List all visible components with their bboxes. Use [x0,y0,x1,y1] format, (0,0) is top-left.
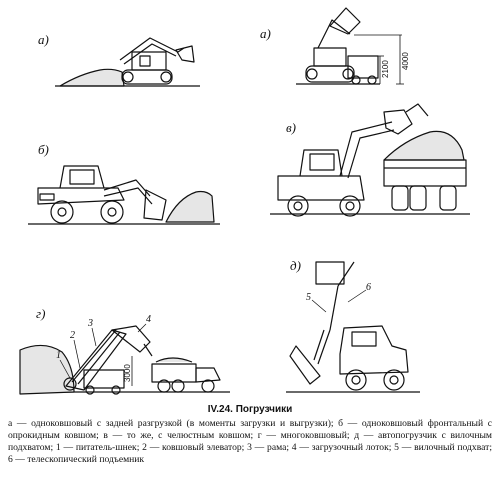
callout-4: 4 [146,314,151,325]
callout-1: 1 [56,350,61,361]
callout-3: 3 [87,318,93,329]
figure-caption: IV.24. Погрузчики а — одноковшовый с зад… [8,404,492,466]
callout-5: 5 [306,292,311,303]
caption-title: IV.24. Погрузчики [207,404,293,415]
loaders-figure: а) а) 2100 4 [19,7,470,395]
callout-2: 2 [70,330,75,341]
panel-a-right-illustration: а) 2100 4000 [260,7,410,85]
panel-d-illustration: д) 5 6 [286,258,420,393]
panel-v-illustration: в) [270,103,470,217]
panel-d-label: д) [290,258,301,273]
panel-g-label: г) [36,306,45,321]
panel-g-illustration: г) 3000 1 2 3 4 [19,306,230,395]
callout-6: 6 [366,282,371,293]
dim-4000: 4000 [401,52,410,70]
panel-a-right-label: а) [260,26,271,41]
panel-b-label: б) [38,142,49,157]
panel-a-left-illustration: а) [38,32,200,87]
caption-text: а — одноковшовый с задней разгрузкой (в … [8,418,492,465]
dim-3000: 3000 [123,364,132,382]
panel-a-left-label: а) [38,32,49,47]
panel-v-label: в) [286,120,296,135]
panel-b-illustration: б) [28,142,220,225]
dim-2100: 2100 [381,60,390,78]
